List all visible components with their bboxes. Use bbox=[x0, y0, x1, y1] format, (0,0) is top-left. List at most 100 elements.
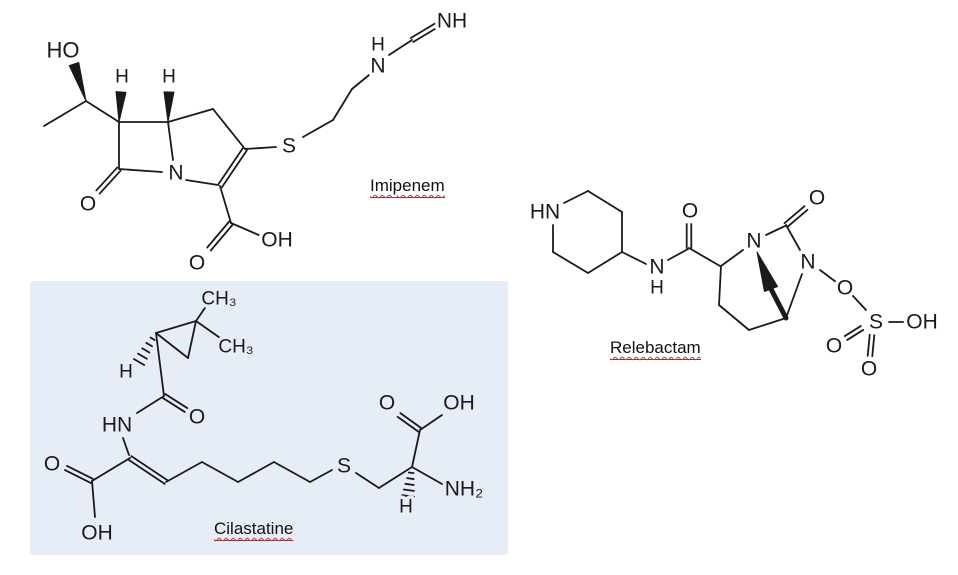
bond-line bbox=[187, 320, 197, 359]
bond-line bbox=[91, 457, 131, 482]
double-bond-line bbox=[866, 333, 871, 357]
atom-label-H: H bbox=[115, 67, 129, 88]
hash-bond-line bbox=[407, 471, 415, 475]
hash-bond-line bbox=[401, 494, 415, 498]
bond-line bbox=[122, 437, 130, 456]
hash-bond-line bbox=[145, 342, 153, 348]
double-bond-line bbox=[217, 146, 244, 186]
bond-line bbox=[785, 273, 803, 319]
double-bond-line bbox=[161, 397, 186, 413]
double-bond-line bbox=[396, 415, 420, 433]
atom-label-N: N bbox=[370, 55, 385, 78]
atom-label-N: N bbox=[649, 256, 664, 279]
bond-line bbox=[852, 295, 867, 311]
hash-bond-line bbox=[132, 358, 146, 366]
double-bond-line bbox=[399, 412, 423, 430]
atom-label-H: H bbox=[650, 278, 664, 299]
atom-label-H: H bbox=[119, 362, 133, 383]
atom-label-O: O bbox=[809, 187, 825, 210]
atom-label-OH: OH bbox=[261, 229, 293, 252]
double-bond-line bbox=[127, 459, 166, 485]
double-bond-line bbox=[64, 469, 92, 484]
atom-label-N: N bbox=[168, 162, 183, 185]
bond-line bbox=[411, 429, 421, 468]
bond-line bbox=[167, 108, 214, 123]
atom-label-H: H bbox=[162, 67, 176, 88]
bond-line bbox=[688, 247, 721, 267]
hash-bond-line bbox=[406, 477, 415, 480]
double-bond-line bbox=[164, 393, 189, 409]
wedge-bond bbox=[115, 91, 127, 123]
double-bond-line bbox=[95, 166, 119, 192]
bond-line bbox=[768, 286, 789, 321]
atom-label-O: O bbox=[682, 200, 698, 223]
bond-line bbox=[720, 249, 744, 267]
double-bond-line bbox=[871, 334, 876, 358]
atom-label-O: O bbox=[826, 335, 842, 358]
double-bond-line bbox=[843, 325, 862, 337]
bond-line bbox=[355, 472, 380, 489]
bond-line bbox=[155, 332, 165, 397]
bond-line bbox=[91, 480, 96, 518]
bond-line bbox=[332, 88, 353, 121]
wedge-bond bbox=[756, 251, 779, 292]
atom-label-N: N bbox=[746, 230, 761, 253]
atom-label-H: H bbox=[371, 35, 385, 56]
atom-label-OH: OH bbox=[443, 392, 475, 415]
atom-label-NH: NH₂ bbox=[445, 478, 483, 501]
hash-bond-line bbox=[137, 352, 148, 360]
bond-line bbox=[587, 190, 623, 213]
imipenem-label: Imipenem bbox=[370, 176, 445, 198]
double-bond-line bbox=[412, 26, 440, 43]
double-bond-line bbox=[66, 465, 94, 480]
bond-line bbox=[718, 304, 750, 331]
atom-label-S: S bbox=[337, 455, 351, 478]
bond-line bbox=[309, 469, 333, 483]
bond-line bbox=[195, 304, 208, 322]
cilastatine-highlight-box bbox=[30, 281, 508, 555]
cilastatine-label: Cilastatine bbox=[214, 519, 294, 541]
atom-label-OH: OH bbox=[81, 522, 113, 545]
bond-line bbox=[85, 100, 120, 123]
wedge-bond bbox=[68, 61, 87, 102]
atom-label-NH: NH bbox=[437, 10, 467, 33]
bond-line bbox=[244, 146, 277, 150]
atom-label-N: N bbox=[800, 251, 815, 274]
bond-line bbox=[563, 190, 589, 204]
bond-line bbox=[819, 269, 837, 283]
bond-line bbox=[552, 251, 589, 274]
atom-label-O: O bbox=[44, 453, 60, 476]
atom-label-CH: CH₃ bbox=[218, 337, 253, 358]
bond-line bbox=[155, 332, 189, 359]
bond-line bbox=[718, 265, 722, 306]
bond-line bbox=[219, 185, 232, 224]
bond-line bbox=[185, 179, 219, 186]
bond-line bbox=[43, 100, 87, 127]
atom-label-OH: OH bbox=[906, 311, 938, 334]
double-bond-line bbox=[786, 208, 809, 228]
atom-label-O: O bbox=[379, 392, 395, 415]
double-bond-line bbox=[98, 169, 122, 195]
bond-line bbox=[587, 251, 623, 274]
double-bond-line bbox=[209, 223, 234, 252]
double-bond-line bbox=[221, 149, 248, 189]
bond-line bbox=[378, 466, 413, 489]
bond-line bbox=[195, 320, 224, 341]
bond-line bbox=[212, 108, 246, 150]
bond-line bbox=[667, 248, 689, 261]
atom-label-O: O bbox=[189, 252, 205, 275]
hash-bond-line bbox=[404, 482, 415, 486]
hash-bond-line bbox=[141, 347, 151, 354]
double-bond-line bbox=[206, 220, 231, 249]
bond-line bbox=[230, 222, 262, 237]
atom-label-O: O bbox=[837, 277, 853, 300]
atom-label-O: O bbox=[80, 193, 96, 216]
atom-label-H: H bbox=[399, 497, 413, 518]
bond-line bbox=[785, 224, 801, 251]
atom-label-HN: HN bbox=[102, 414, 132, 437]
